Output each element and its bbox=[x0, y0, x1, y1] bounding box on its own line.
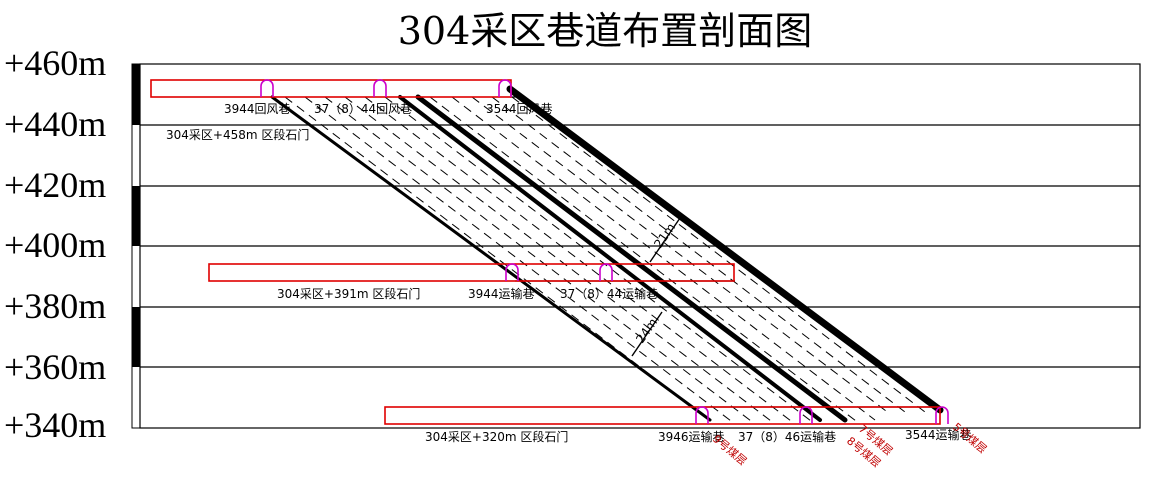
roadway-label-3544-haulage: 3544运输巷 bbox=[905, 427, 972, 442]
crosscut-label-391: 304采区+391m 区段石门 bbox=[277, 286, 420, 301]
seam-hatching bbox=[284, 96, 926, 425]
crosscut-320 bbox=[384, 406, 941, 425]
roadway-label-37-8-44-haulage: 37（8）44运输巷 bbox=[560, 286, 658, 301]
elevation-grid bbox=[139, 63, 1141, 429]
crosscut-458 bbox=[150, 79, 512, 98]
elevation-label-420: +420m bbox=[4, 165, 106, 205]
roadway-symbols bbox=[260, 79, 949, 424]
roadway-arch-3944-return bbox=[260, 79, 274, 97]
elevation-label-400: +400m bbox=[4, 225, 106, 265]
crosscuts bbox=[150, 79, 941, 425]
roadway-label-3946-haulage: 3946运输巷 bbox=[658, 429, 725, 444]
seam-8-line bbox=[415, 94, 848, 423]
coal-seams bbox=[270, 85, 944, 423]
crosscut-391 bbox=[208, 263, 735, 282]
roadway-arch-37-8-46-haulage bbox=[799, 406, 813, 424]
seam-5-line bbox=[506, 85, 944, 414]
seam-7-line bbox=[398, 95, 822, 422]
roadway-label-3944-return: 3944回风巷 bbox=[224, 102, 291, 116]
elevation-label-380: +380m bbox=[4, 286, 106, 326]
roadway-label-37-8-46-haulage: 37（8）46运输巷 bbox=[738, 429, 836, 444]
dimension-line-upper bbox=[649, 217, 681, 263]
elevation-label-340: +340m bbox=[4, 405, 106, 445]
dimension-markers bbox=[631, 217, 681, 357]
roadway-arch-37-8-44-haulage bbox=[599, 263, 613, 281]
roadway-arch-3946-haulage bbox=[695, 406, 709, 424]
roadway-label-3544-return: 3544回风巷 bbox=[486, 102, 553, 116]
crosscut-label-320: 304采区+320m 区段石门 bbox=[425, 429, 568, 444]
roadway-arch-3944-haulage bbox=[505, 263, 519, 281]
roadway-label-37-8-44-return: 37（8）44回风巷 bbox=[314, 102, 412, 116]
seam-9-line bbox=[270, 95, 712, 422]
roadway-arch-3544-return bbox=[498, 79, 512, 97]
roadway-arch-3544-haulage bbox=[935, 406, 949, 424]
elevation-axis: +460m +440m +420m +400m +380m +360m +340… bbox=[4, 43, 106, 445]
roadway-arch-37-8-44-return bbox=[373, 79, 387, 97]
elevation-label-360: +360m bbox=[4, 347, 106, 387]
diagram-title: 304采区巷道布置剖面图 bbox=[398, 9, 813, 53]
roadway-label-3944-haulage: 3944运输巷 bbox=[468, 286, 535, 301]
crosscut-label-458: 304采区+458m 区段石门 bbox=[166, 127, 309, 142]
elevation-label-460: +460m bbox=[4, 43, 106, 83]
scale-bar bbox=[131, 63, 141, 429]
dimension-line-lower bbox=[631, 311, 663, 357]
elevation-label-440: +440m bbox=[4, 104, 106, 144]
